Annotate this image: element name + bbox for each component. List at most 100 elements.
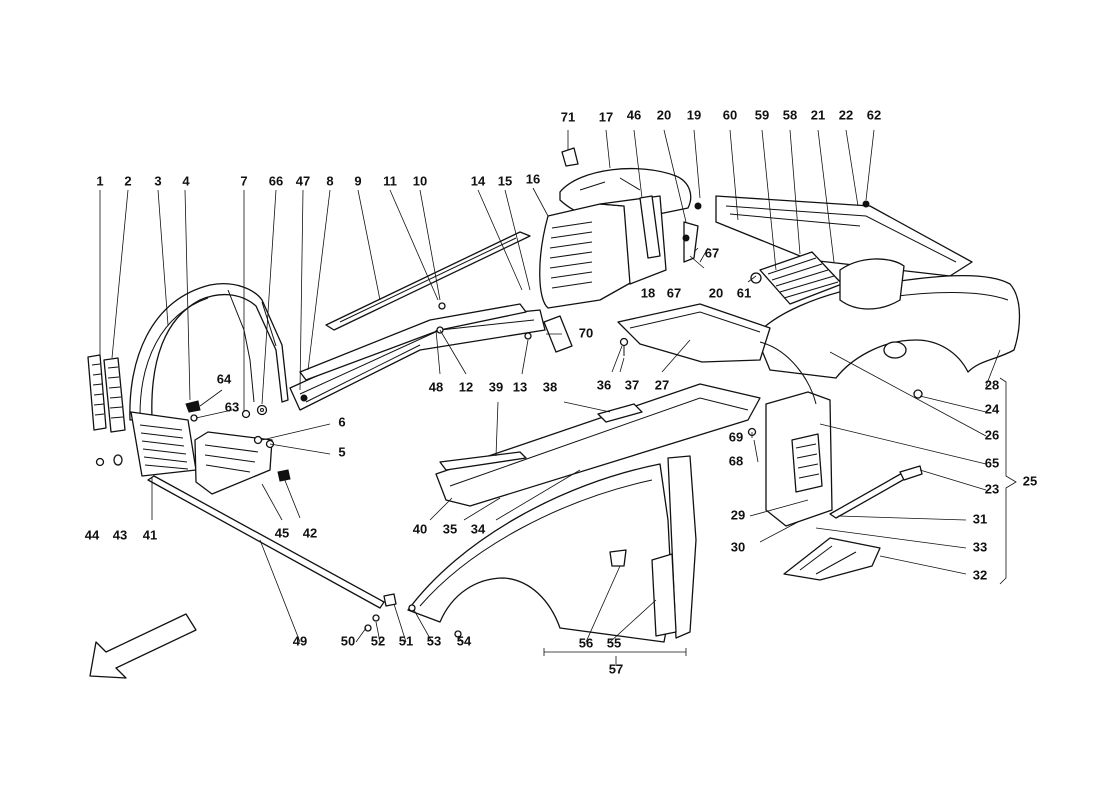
screw-54 bbox=[454, 630, 462, 638]
screw-62 bbox=[862, 200, 870, 208]
front-left-wheelhouse-group bbox=[87, 283, 291, 495]
callout-38: 38 bbox=[543, 379, 557, 394]
callout-20-top: 20 bbox=[657, 107, 671, 122]
callout-5: 5 bbox=[338, 444, 345, 459]
callout-70: 70 bbox=[579, 325, 593, 340]
callout-16: 16 bbox=[526, 171, 540, 186]
screw-7 bbox=[241, 409, 251, 419]
screw-44 bbox=[95, 457, 105, 467]
vented-duct-16 bbox=[539, 203, 633, 309]
nut-52 bbox=[372, 614, 380, 622]
screw-50 bbox=[364, 624, 372, 632]
callout-49: 49 bbox=[293, 633, 307, 648]
left-sill-group bbox=[289, 231, 546, 411]
callout-3: 3 bbox=[154, 173, 161, 188]
callout-48: 48 bbox=[429, 379, 443, 394]
callout-22: 22 bbox=[839, 107, 853, 122]
callout-1: 1 bbox=[96, 173, 103, 188]
callout-35: 35 bbox=[443, 521, 457, 536]
callout-18: 18 bbox=[641, 285, 655, 300]
nut-42 bbox=[277, 469, 291, 482]
callout-9: 9 bbox=[354, 173, 361, 188]
callout-67-left: 67 bbox=[667, 285, 681, 300]
callout-61: 61 bbox=[737, 285, 751, 300]
fuel-cap-24 bbox=[883, 341, 907, 359]
seal-46 bbox=[639, 195, 661, 259]
callout-55: 55 bbox=[607, 635, 621, 650]
callout-19: 19 bbox=[687, 107, 701, 122]
callout-51: 51 bbox=[399, 633, 413, 648]
right-side-group bbox=[747, 341, 923, 581]
callout-68: 68 bbox=[729, 453, 743, 468]
rear-body-group bbox=[715, 195, 1021, 399]
grommet-61 bbox=[750, 272, 762, 284]
fender-trim-55 bbox=[651, 553, 677, 637]
link-23 bbox=[899, 465, 923, 481]
callout-23: 23 bbox=[985, 481, 999, 496]
callout-13: 13 bbox=[513, 379, 527, 394]
undertray-group bbox=[435, 303, 771, 507]
vent-box-65 bbox=[791, 433, 823, 493]
callout-24: 24 bbox=[985, 401, 1000, 416]
screw-19 bbox=[694, 202, 702, 210]
callout-26: 26 bbox=[985, 427, 999, 442]
callout-44: 44 bbox=[85, 527, 100, 542]
undertray-27 bbox=[617, 303, 771, 363]
washer-66 bbox=[256, 404, 268, 416]
sill-trim-9 bbox=[325, 231, 531, 331]
seal-strip-group bbox=[147, 475, 462, 638]
callout-8: 8 bbox=[326, 173, 333, 188]
callout-71: 71 bbox=[561, 109, 575, 124]
callout-31: 31 bbox=[973, 511, 987, 526]
lower-tray-45 bbox=[194, 431, 273, 495]
callout-2: 2 bbox=[124, 173, 131, 188]
callout-45: 45 bbox=[275, 525, 289, 540]
rear-duct-group bbox=[539, 147, 702, 353]
callout-64: 64 bbox=[217, 371, 232, 386]
callout-50: 50 bbox=[341, 633, 355, 648]
callout-39: 39 bbox=[489, 379, 503, 394]
side-grille-strip-1 bbox=[87, 354, 107, 431]
screw-53 bbox=[408, 604, 416, 612]
callout-7: 7 bbox=[240, 173, 247, 188]
bracket-4 bbox=[185, 400, 201, 413]
screw-6 bbox=[253, 435, 263, 445]
callout-27: 27 bbox=[655, 377, 669, 392]
callout-10: 10 bbox=[413, 173, 427, 188]
callout-63: 63 bbox=[225, 399, 239, 414]
nut-36 bbox=[619, 337, 629, 347]
fender-liner-55 bbox=[667, 455, 697, 639]
callout-36: 36 bbox=[597, 377, 611, 392]
clip-24 bbox=[913, 389, 923, 399]
callout-66: 66 bbox=[269, 173, 283, 188]
callout-30: 30 bbox=[731, 539, 745, 554]
nut-10 bbox=[438, 302, 446, 310]
callout-56: 56 bbox=[579, 635, 593, 650]
duct-21 bbox=[839, 258, 905, 310]
side-grille-frame-2 bbox=[103, 357, 126, 433]
callout-34: 34 bbox=[471, 521, 486, 536]
callout-60: 60 bbox=[723, 107, 737, 122]
clip-51 bbox=[383, 593, 397, 607]
inner-sill-48 bbox=[299, 303, 527, 381]
callout-14: 14 bbox=[471, 173, 486, 188]
callout-15: 15 bbox=[498, 173, 512, 188]
callout-43: 43 bbox=[113, 527, 127, 542]
callout-29: 29 bbox=[731, 507, 745, 522]
undertray-40 bbox=[435, 383, 761, 507]
bracket-20 bbox=[683, 221, 699, 263]
callout-4: 4 bbox=[182, 173, 190, 188]
rod-31 bbox=[829, 471, 911, 519]
callout-54: 54 bbox=[457, 633, 472, 648]
callout-59: 59 bbox=[755, 107, 769, 122]
callout-67-right: 67 bbox=[705, 245, 719, 260]
callout-28: 28 bbox=[985, 377, 999, 392]
callout-37: 37 bbox=[625, 377, 639, 392]
callout-46: 46 bbox=[627, 107, 641, 122]
callout-65: 65 bbox=[985, 455, 999, 470]
washer-43 bbox=[113, 454, 123, 466]
callout-57: 57 bbox=[609, 661, 623, 676]
callout-20-bottom: 20 bbox=[709, 285, 723, 300]
